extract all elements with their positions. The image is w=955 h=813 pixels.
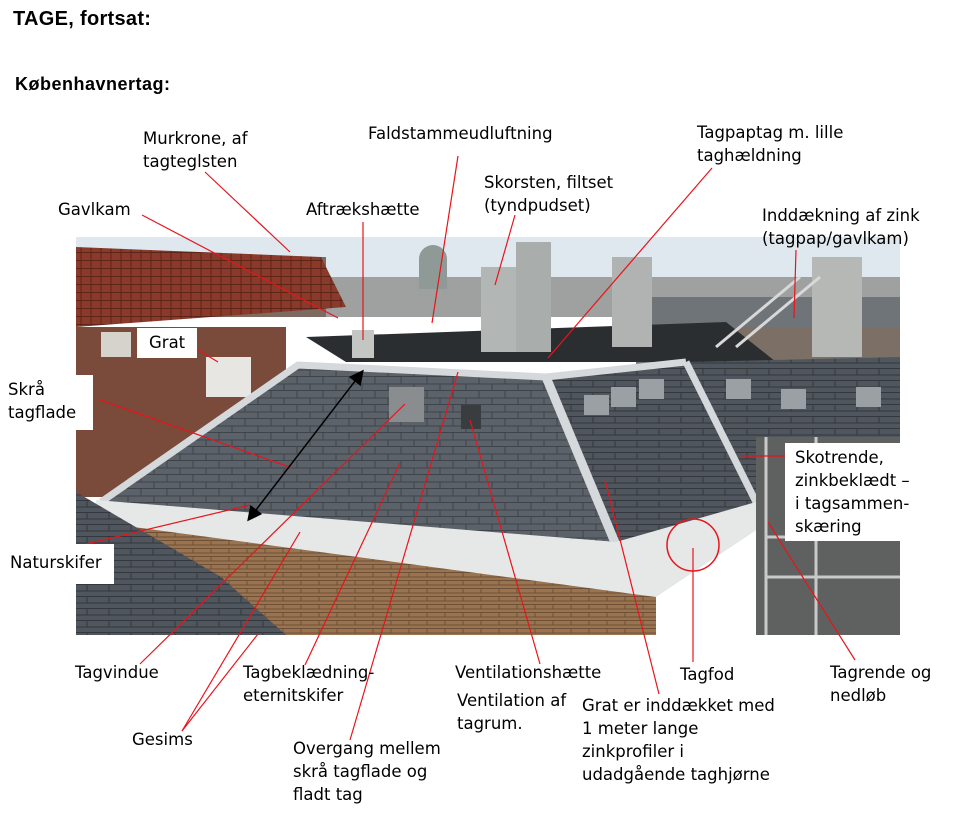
label-inddaekning: Inddækning af zink (tagpap/gavlkam)	[762, 206, 920, 248]
label-ventilation-tagrum: Ventilation af tagrum.	[457, 691, 567, 733]
label-skorsten: Skorsten, filtset (tyndpudset)	[484, 173, 614, 215]
label-tagfod: Tagfod	[680, 665, 735, 684]
page-title: TAGE, fortsat:	[13, 8, 152, 30]
label-aftraekshaette: Aftrækshætte	[306, 200, 420, 219]
label-gesims: Gesims	[132, 730, 193, 749]
label-grat: Grat	[137, 328, 198, 358]
label-faldstammeudluftning: Faldstammeudluftning	[368, 124, 553, 143]
label-naturskifer: Naturskifer	[0, 544, 114, 584]
label-skraa-tagflade: Skrå tagflade	[0, 375, 94, 430]
roof-photo	[76, 237, 900, 635]
label-gavlkam: Gavlkam	[58, 200, 131, 219]
label-tagvindue: Tagvindue	[75, 663, 159, 682]
label-murkrone: Murkrone, af tagteglsten	[143, 129, 248, 171]
label-ventilationshaette: Ventilationshætte	[455, 663, 602, 682]
label-skotrende: Skotrende, zinkbeklædt – i tagsammen- sk…	[785, 443, 926, 541]
label-tagrende: Tagrende og nedløb	[830, 663, 932, 705]
label-tagbeklaedning: Tagbeklædning- eternitskifer	[243, 663, 375, 705]
label-grat-zink: Grat er inddækket med 1 meter lange zink…	[580, 694, 777, 786]
label-tagpaptag: Tagpaptag m. lille taghældning	[697, 123, 844, 165]
section-subtitle: Københavnertag:	[15, 74, 171, 94]
label-overgang: Overgang mellem skrå tagflade og fladt t…	[293, 739, 441, 804]
